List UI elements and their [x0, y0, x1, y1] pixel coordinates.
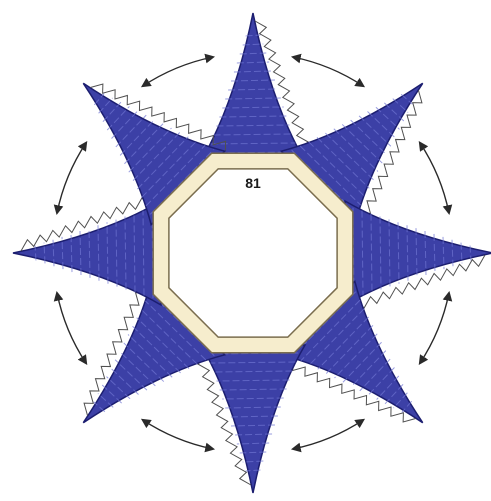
rotation-arrow-icon — [293, 420, 364, 449]
point-body — [201, 13, 305, 161]
rotation-arrow-icon — [420, 293, 449, 364]
star-point-left — [13, 193, 161, 305]
star-point-right — [345, 201, 491, 313]
star-point-bottom — [193, 345, 305, 493]
rotation-arrow-icon — [420, 143, 449, 214]
rotation-arrow-icon — [143, 420, 214, 449]
star-point-top — [201, 13, 313, 161]
rotation-arrow-icon — [293, 57, 364, 86]
octagon-inner — [169, 169, 337, 337]
rotation-arrow-icon — [57, 143, 86, 214]
frame-number-label: 81 — [245, 175, 261, 191]
point-body — [201, 345, 305, 493]
rotation-arrow-icon — [57, 293, 86, 364]
rotation-arrow-icon — [143, 57, 214, 86]
point-body — [345, 201, 491, 305]
point-body — [13, 201, 161, 305]
